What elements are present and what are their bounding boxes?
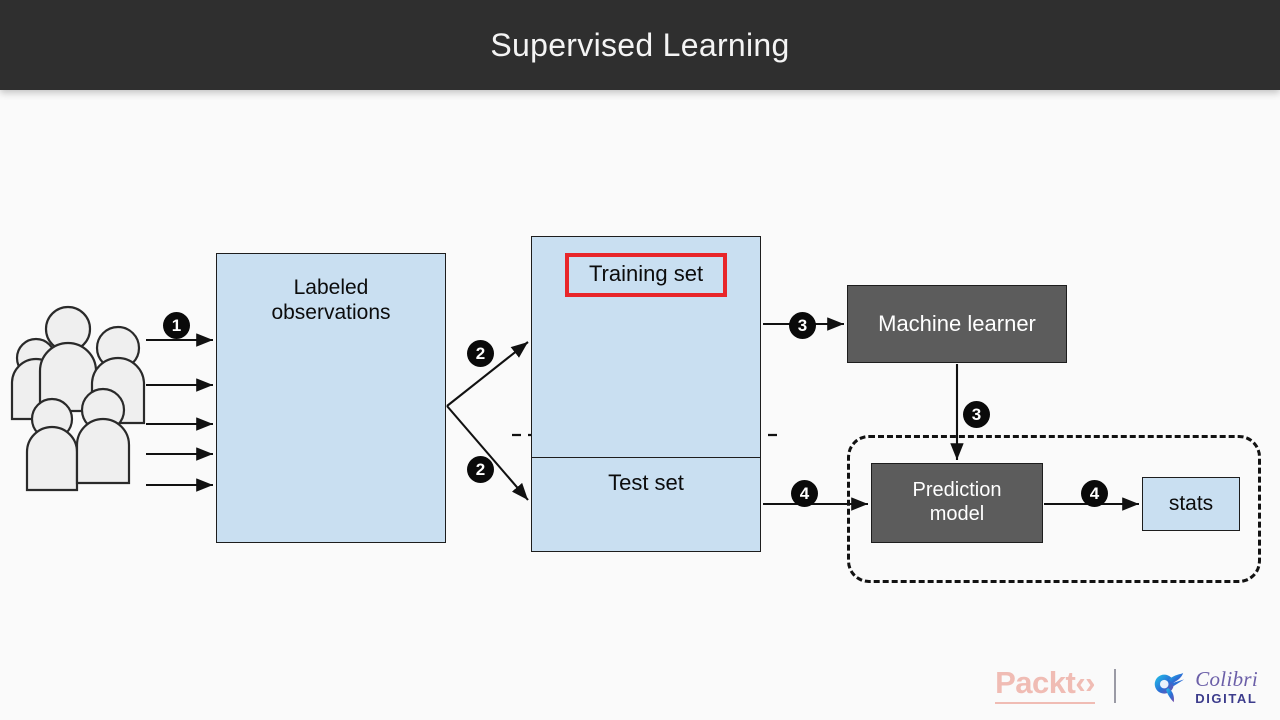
- person-icon: [38, 305, 98, 413]
- step-badge-3-learner: 3: [789, 312, 816, 339]
- logo-divider: [1114, 669, 1116, 703]
- colibri-name: Colibri: [1195, 667, 1258, 691]
- footer-branding: Packt‹› Colibri DIGITAL: [0, 660, 1280, 720]
- packt-logo-text: Packt‹›: [995, 665, 1095, 700]
- person-icon: [25, 397, 79, 492]
- step-badge-1: 1: [163, 312, 190, 339]
- node-machine-learner[interactable]: Machine learner: [847, 285, 1067, 363]
- input-arrows: [146, 333, 213, 492]
- node-labeled-observations-line2: observations: [271, 300, 391, 324]
- node-labeled-observations[interactable]: Labeled observations: [216, 253, 446, 543]
- person-icon: [75, 387, 131, 485]
- slide-header: Supervised Learning: [0, 0, 1280, 90]
- node-training-set-label: Training set: [588, 261, 704, 286]
- hummingbird-icon: [1154, 672, 1185, 703]
- split-arrows: [446, 341, 529, 501]
- node-test-set[interactable]: Test set: [531, 457, 761, 552]
- colibri-logo: Colibri DIGITAL: [1150, 668, 1258, 706]
- node-prediction-model[interactable]: Prediction model: [871, 463, 1043, 543]
- node-test-set-label: Test set: [608, 470, 684, 495]
- diagram-canvas: Labeled observations Training set Test s…: [0, 90, 1280, 720]
- step-badge-2-test: 2: [467, 456, 494, 483]
- node-labeled-observations-line1: Labeled: [293, 276, 369, 299]
- node-machine-learner-label: Machine learner: [878, 311, 1036, 337]
- node-prediction-model-line2: model: [929, 503, 985, 525]
- packt-logo: Packt‹›: [995, 665, 1095, 704]
- step-badge-4-test: 4: [791, 480, 818, 507]
- node-stats-label: stats: [1168, 491, 1214, 515]
- people-group: [10, 305, 146, 492]
- diagram-vector-layer: [10, 305, 1139, 511]
- training-set-highlight: Training set: [564, 253, 728, 298]
- node-stats[interactable]: stats: [1142, 477, 1240, 531]
- step-badge-4-stats: 4: [1081, 480, 1108, 507]
- colibri-digital-text: DIGITAL: [1195, 691, 1258, 706]
- step-badge-2-training: 2: [467, 340, 494, 367]
- page-title: Supervised Learning: [490, 26, 790, 63]
- step-badge-3-model: 3: [963, 401, 990, 428]
- colibri-wordmark: Colibri DIGITAL: [1195, 667, 1258, 706]
- evaluation-group-container: [847, 435, 1261, 583]
- node-prediction-model-line1: Prediction: [912, 479, 1002, 502]
